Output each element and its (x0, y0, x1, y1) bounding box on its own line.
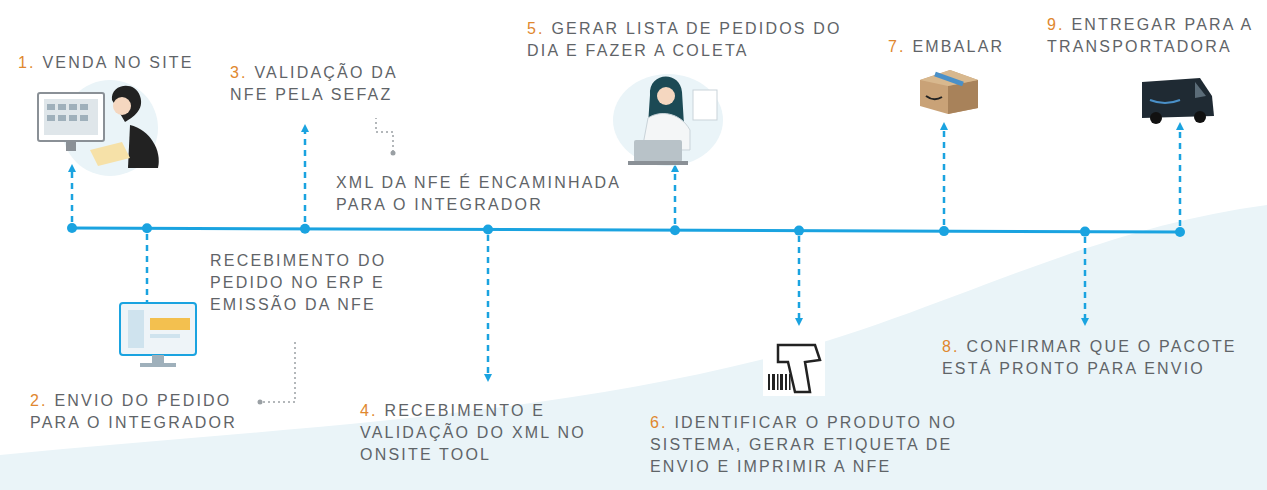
step-text: GERAR LISTA DE PEDIDOS DO DIA E FAZER A … (527, 20, 842, 59)
step-label: RECEBIMENTO DO PEDIDO NO ERP E EMISSÃO D… (210, 250, 415, 316)
step-label: 4. RECEBIMENTO E VALIDAÇÃO DO XML NO ONS… (360, 400, 615, 466)
step-label: XML DA NFE É ENCAMINHADA PARA O INTEGRAD… (336, 172, 651, 216)
step-number: 7. (888, 38, 906, 55)
step-label: 7. EMBALAR (888, 36, 1038, 58)
step-label: 3. VALIDAÇÃO DA NFE PELA SEFAZ (230, 62, 420, 106)
step-number: 1. (18, 54, 36, 71)
timeline-dots (67, 223, 1185, 237)
step-label: 6. IDENTIFICAR O PRODUTO NO SISTEMA, GER… (650, 412, 980, 478)
step-text: RECEBIMENTO DO PEDIDO NO ERP E EMISSÃO D… (210, 252, 386, 313)
step-label: 5. GERAR LISTA DE PEDIDOS DO DIA E FAZER… (527, 18, 872, 62)
step-number: 4. (360, 402, 378, 419)
step-number: 9. (1047, 16, 1065, 33)
step-text: RECEBIMENTO E VALIDAÇÃO DO XML NO ONSITE… (360, 402, 586, 463)
collection-illustration (613, 74, 723, 166)
step-text: VENDA NO SITE (42, 54, 193, 71)
step-text: CONFIRMAR QUE O PACOTE ESTÁ PRONTO PARA … (942, 338, 1237, 377)
background-wave (0, 205, 1267, 490)
step-text: ENTREGAR PARA A TRANSPORTADORA (1047, 16, 1253, 55)
step-number: 8. (942, 338, 960, 355)
step-text: EMBALAR (912, 38, 1004, 55)
scanner-illustration (763, 340, 825, 396)
step-text: VALIDAÇÃO DA NFE PELA SEFAZ (230, 64, 397, 103)
timeline (72, 228, 1180, 232)
step-text: XML DA NFE É ENCAMINHADA PARA O INTEGRAD… (336, 174, 620, 213)
step-number: 6. (650, 414, 668, 431)
step-label: 9. ENTREGAR PARA A TRANSPORTADORA (1047, 14, 1262, 58)
step-text: IDENTIFICAR O PRODUTO NO SISTEMA, GERAR … (650, 414, 957, 475)
step-number: 2. (30, 392, 48, 409)
step-number: 5. (527, 20, 545, 37)
step-label: 1. VENDA NO SITE (18, 52, 258, 74)
truck-illustration (1142, 78, 1214, 124)
step-number: 3. (230, 64, 248, 81)
step-text: ENVIO DO PEDIDO PARA O INTEGRADOR (30, 392, 237, 431)
sale-illustration (38, 80, 159, 176)
monitor-illustration (120, 303, 196, 367)
step-label: 2. ENVIO DO PEDIDO PARA O INTEGRADOR (30, 390, 280, 434)
step-label: 8. CONFIRMAR QUE O PACOTE ESTÁ PRONTO PA… (942, 336, 1262, 380)
package-illustration (920, 70, 978, 114)
